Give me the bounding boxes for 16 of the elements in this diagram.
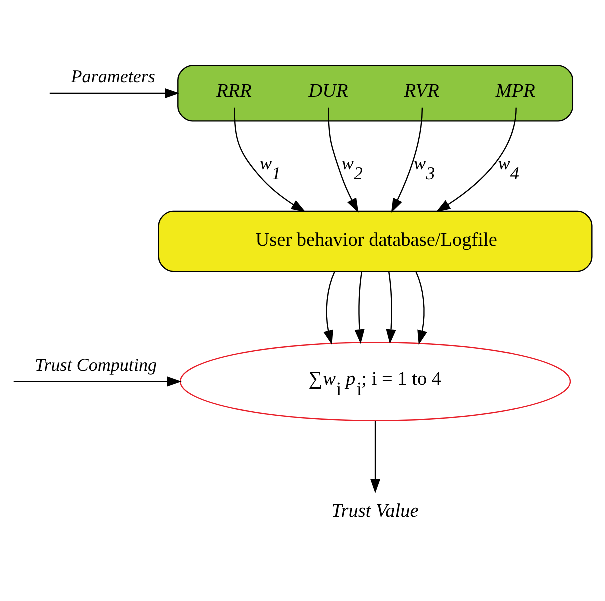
edge-label: Parameters — [71, 66, 156, 87]
node-text: Trust Value — [332, 500, 419, 522]
arrow — [234, 108, 306, 212]
node-box: User behavior database/Logfile — [158, 210, 593, 272]
arrow — [14, 376, 182, 387]
arrow — [386, 272, 396, 344]
edge-label: Trust Computing — [35, 354, 158, 375]
arrow — [328, 108, 359, 213]
arrow — [324, 271, 336, 346]
arrow — [50, 88, 180, 99]
arrow — [370, 421, 381, 494]
arrow — [391, 108, 424, 214]
arrow — [354, 272, 365, 344]
node-box: RRR DUR RVR MPR — [178, 65, 574, 122]
arrow — [416, 271, 428, 346]
arrow — [436, 108, 517, 212]
